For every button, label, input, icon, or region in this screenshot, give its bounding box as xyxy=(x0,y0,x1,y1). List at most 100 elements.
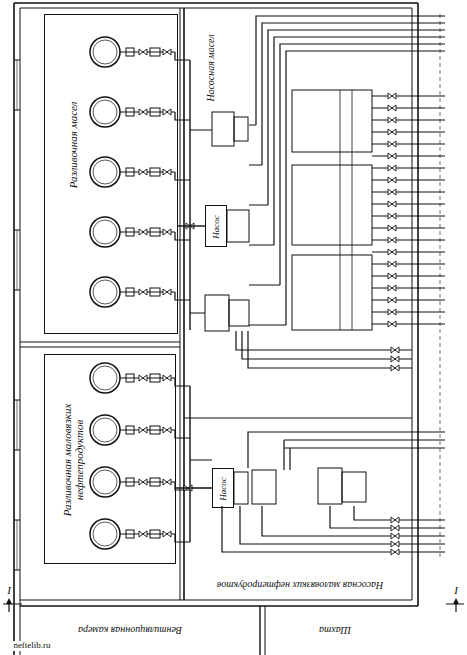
flange-mark xyxy=(440,126,441,130)
pipe-line xyxy=(190,460,212,461)
flange-mark xyxy=(440,168,441,172)
section-label: I xyxy=(453,584,459,596)
pipe-line xyxy=(280,44,412,285)
pipe-line xyxy=(249,165,262,166)
valve-symbol xyxy=(163,427,171,433)
valve-symbol xyxy=(163,229,171,235)
valve-symbol xyxy=(139,479,147,485)
flange-mark xyxy=(440,462,441,466)
room-label: Насос xyxy=(219,477,229,500)
valve-symbol xyxy=(139,169,147,175)
pump-box xyxy=(205,295,229,331)
pipe-line xyxy=(248,432,445,468)
wall xyxy=(180,8,181,600)
flange-mark xyxy=(440,448,441,452)
pipe-line xyxy=(340,90,341,330)
flange-mark xyxy=(440,497,441,501)
flange-mark xyxy=(440,413,441,417)
meter-tank xyxy=(93,418,117,442)
valve-symbol xyxy=(139,531,147,537)
flange-mark xyxy=(440,322,441,326)
valve-symbol xyxy=(388,321,396,327)
valve-symbol xyxy=(163,49,171,55)
meter-tank xyxy=(90,363,120,393)
meter-box xyxy=(150,530,160,538)
valve-symbol xyxy=(388,117,396,123)
wall xyxy=(20,605,418,607)
valve-symbol xyxy=(388,213,396,219)
valve-symbol xyxy=(388,285,396,291)
flange-mark xyxy=(440,406,441,410)
wall xyxy=(20,600,412,601)
filter-box xyxy=(126,168,134,176)
pipe-line xyxy=(175,534,190,542)
flange-mark xyxy=(440,434,441,438)
flange-mark xyxy=(440,14,441,18)
pipe-line xyxy=(249,205,268,206)
motor-box xyxy=(234,117,248,141)
valve-symbol xyxy=(391,347,399,353)
pipe-line xyxy=(242,331,412,359)
meter-tank xyxy=(93,40,117,64)
flange-mark xyxy=(440,49,441,53)
meter-tank xyxy=(93,366,117,390)
meter-box xyxy=(150,288,160,296)
flange-mark xyxy=(440,196,441,200)
meter-box xyxy=(150,48,160,56)
pipe-line xyxy=(372,180,445,181)
flange-mark xyxy=(440,427,441,431)
valve-symbol xyxy=(388,129,396,135)
filter-box xyxy=(126,48,134,56)
meter-tank xyxy=(90,37,120,67)
filter-box xyxy=(126,478,134,486)
pump-box xyxy=(318,468,342,504)
flange-mark xyxy=(440,490,441,494)
pump-box xyxy=(252,470,276,504)
valve-symbol xyxy=(391,517,399,523)
flange-mark xyxy=(440,357,441,361)
valve-symbol xyxy=(388,273,396,279)
section-arrow xyxy=(6,598,12,604)
pipe-line xyxy=(352,90,353,330)
valve-symbol xyxy=(391,365,399,371)
window xyxy=(17,60,18,110)
flange-mark xyxy=(440,231,441,235)
valve-symbol xyxy=(388,141,396,147)
meter-box xyxy=(150,478,160,486)
flange-mark xyxy=(440,98,441,102)
valve-symbol xyxy=(388,93,396,99)
flange-mark xyxy=(440,91,441,95)
flange-mark xyxy=(440,364,441,368)
valve-symbol xyxy=(139,49,147,55)
tank-box xyxy=(292,165,372,245)
pipe-line xyxy=(190,130,212,131)
meter-tank xyxy=(93,522,117,546)
pipe-line xyxy=(274,37,412,245)
flange-mark xyxy=(440,553,441,557)
meter-tank xyxy=(93,470,117,494)
valve-symbol xyxy=(163,531,171,537)
valve-symbol xyxy=(139,229,147,235)
pipe-line xyxy=(372,228,445,229)
meter-tank xyxy=(93,160,117,184)
flange-mark xyxy=(440,238,441,242)
valve-symbol xyxy=(388,261,396,267)
section-arrow xyxy=(453,598,459,604)
pipe-line xyxy=(284,440,445,441)
pipe-line xyxy=(289,448,290,470)
flange-mark xyxy=(440,385,441,389)
meter-box xyxy=(150,374,160,382)
pipe-line xyxy=(284,448,445,449)
flange-mark xyxy=(440,539,441,543)
wall xyxy=(417,3,419,606)
room-label: Шахта xyxy=(318,625,352,636)
pipe-line xyxy=(372,252,445,253)
flange-mark xyxy=(440,189,441,193)
pipe-line xyxy=(372,204,445,205)
flange-mark xyxy=(440,245,441,249)
pipe-line xyxy=(372,192,445,193)
wall xyxy=(259,606,260,655)
